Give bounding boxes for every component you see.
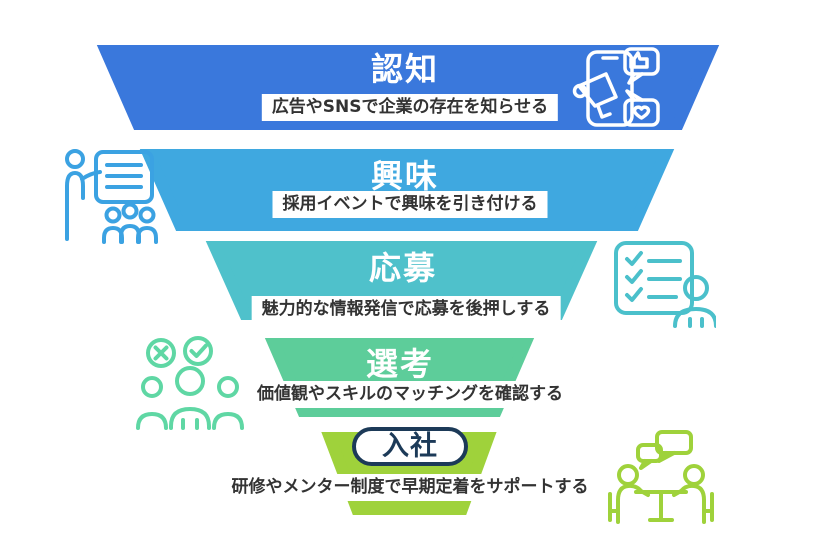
level-joining-subtitle: 研修やメンター制度で早期定着をサポートする xyxy=(221,474,599,501)
candidate-head xyxy=(175,366,205,396)
left-person-body xyxy=(616,483,650,524)
whiteboard-lines xyxy=(105,163,143,189)
level-interest-title: 興味 xyxy=(370,157,439,195)
thumbs-up-glyph xyxy=(629,51,649,69)
level-screening-title: 選考 xyxy=(365,345,434,383)
reject-circle xyxy=(146,338,176,368)
right-person-head xyxy=(683,464,705,486)
left-person-head xyxy=(617,464,639,486)
person-head xyxy=(683,275,709,301)
level-joining-badge: 入社 xyxy=(352,427,468,466)
presenter-head xyxy=(65,149,85,169)
presenter-arm xyxy=(80,170,102,181)
candidate-body xyxy=(169,407,211,430)
level-screening-subtitle: 価値観やスキルのマッチングを確認する xyxy=(247,381,573,408)
candidate-collar xyxy=(181,418,199,430)
megaphone-handle xyxy=(596,104,612,119)
left-chair xyxy=(608,492,620,522)
right-chair xyxy=(702,492,714,522)
heart-glyph xyxy=(632,105,651,120)
megaphone-bell xyxy=(572,83,588,99)
level-application-title: 応募 xyxy=(368,249,437,287)
presenter-body xyxy=(65,171,85,241)
funnel-level-awareness-shape xyxy=(96,45,720,130)
checklist-icon xyxy=(612,238,716,328)
bubble-tail xyxy=(627,72,644,85)
person-shoulders xyxy=(673,307,716,328)
table xyxy=(634,490,688,522)
check-mark xyxy=(189,343,208,358)
whiteboard xyxy=(94,150,154,204)
presentation-icon xyxy=(58,146,166,246)
level-awareness-title: 認知 xyxy=(370,50,439,88)
smartphone-sns-icon xyxy=(570,47,662,129)
level-awareness-subtitle: 広告やSNSで企業の存在を知らせる xyxy=(261,94,559,121)
check-marks xyxy=(625,251,643,302)
candidate-selection-icon xyxy=(136,336,246,430)
mentor-meeting-icon xyxy=(600,430,722,528)
right-person-body xyxy=(672,483,706,524)
accept-circle xyxy=(183,336,213,366)
x-mark xyxy=(153,345,169,361)
level-application-subtitle: 魅力的な情報発信で応募を後押しする xyxy=(251,296,561,323)
bubble-tail xyxy=(625,89,644,102)
level-interest-subtitle: 採用イベントで興味を引き付ける xyxy=(272,191,548,218)
checklist-lines xyxy=(647,259,682,299)
person-collar xyxy=(688,317,704,328)
megaphone-cone xyxy=(577,72,618,108)
